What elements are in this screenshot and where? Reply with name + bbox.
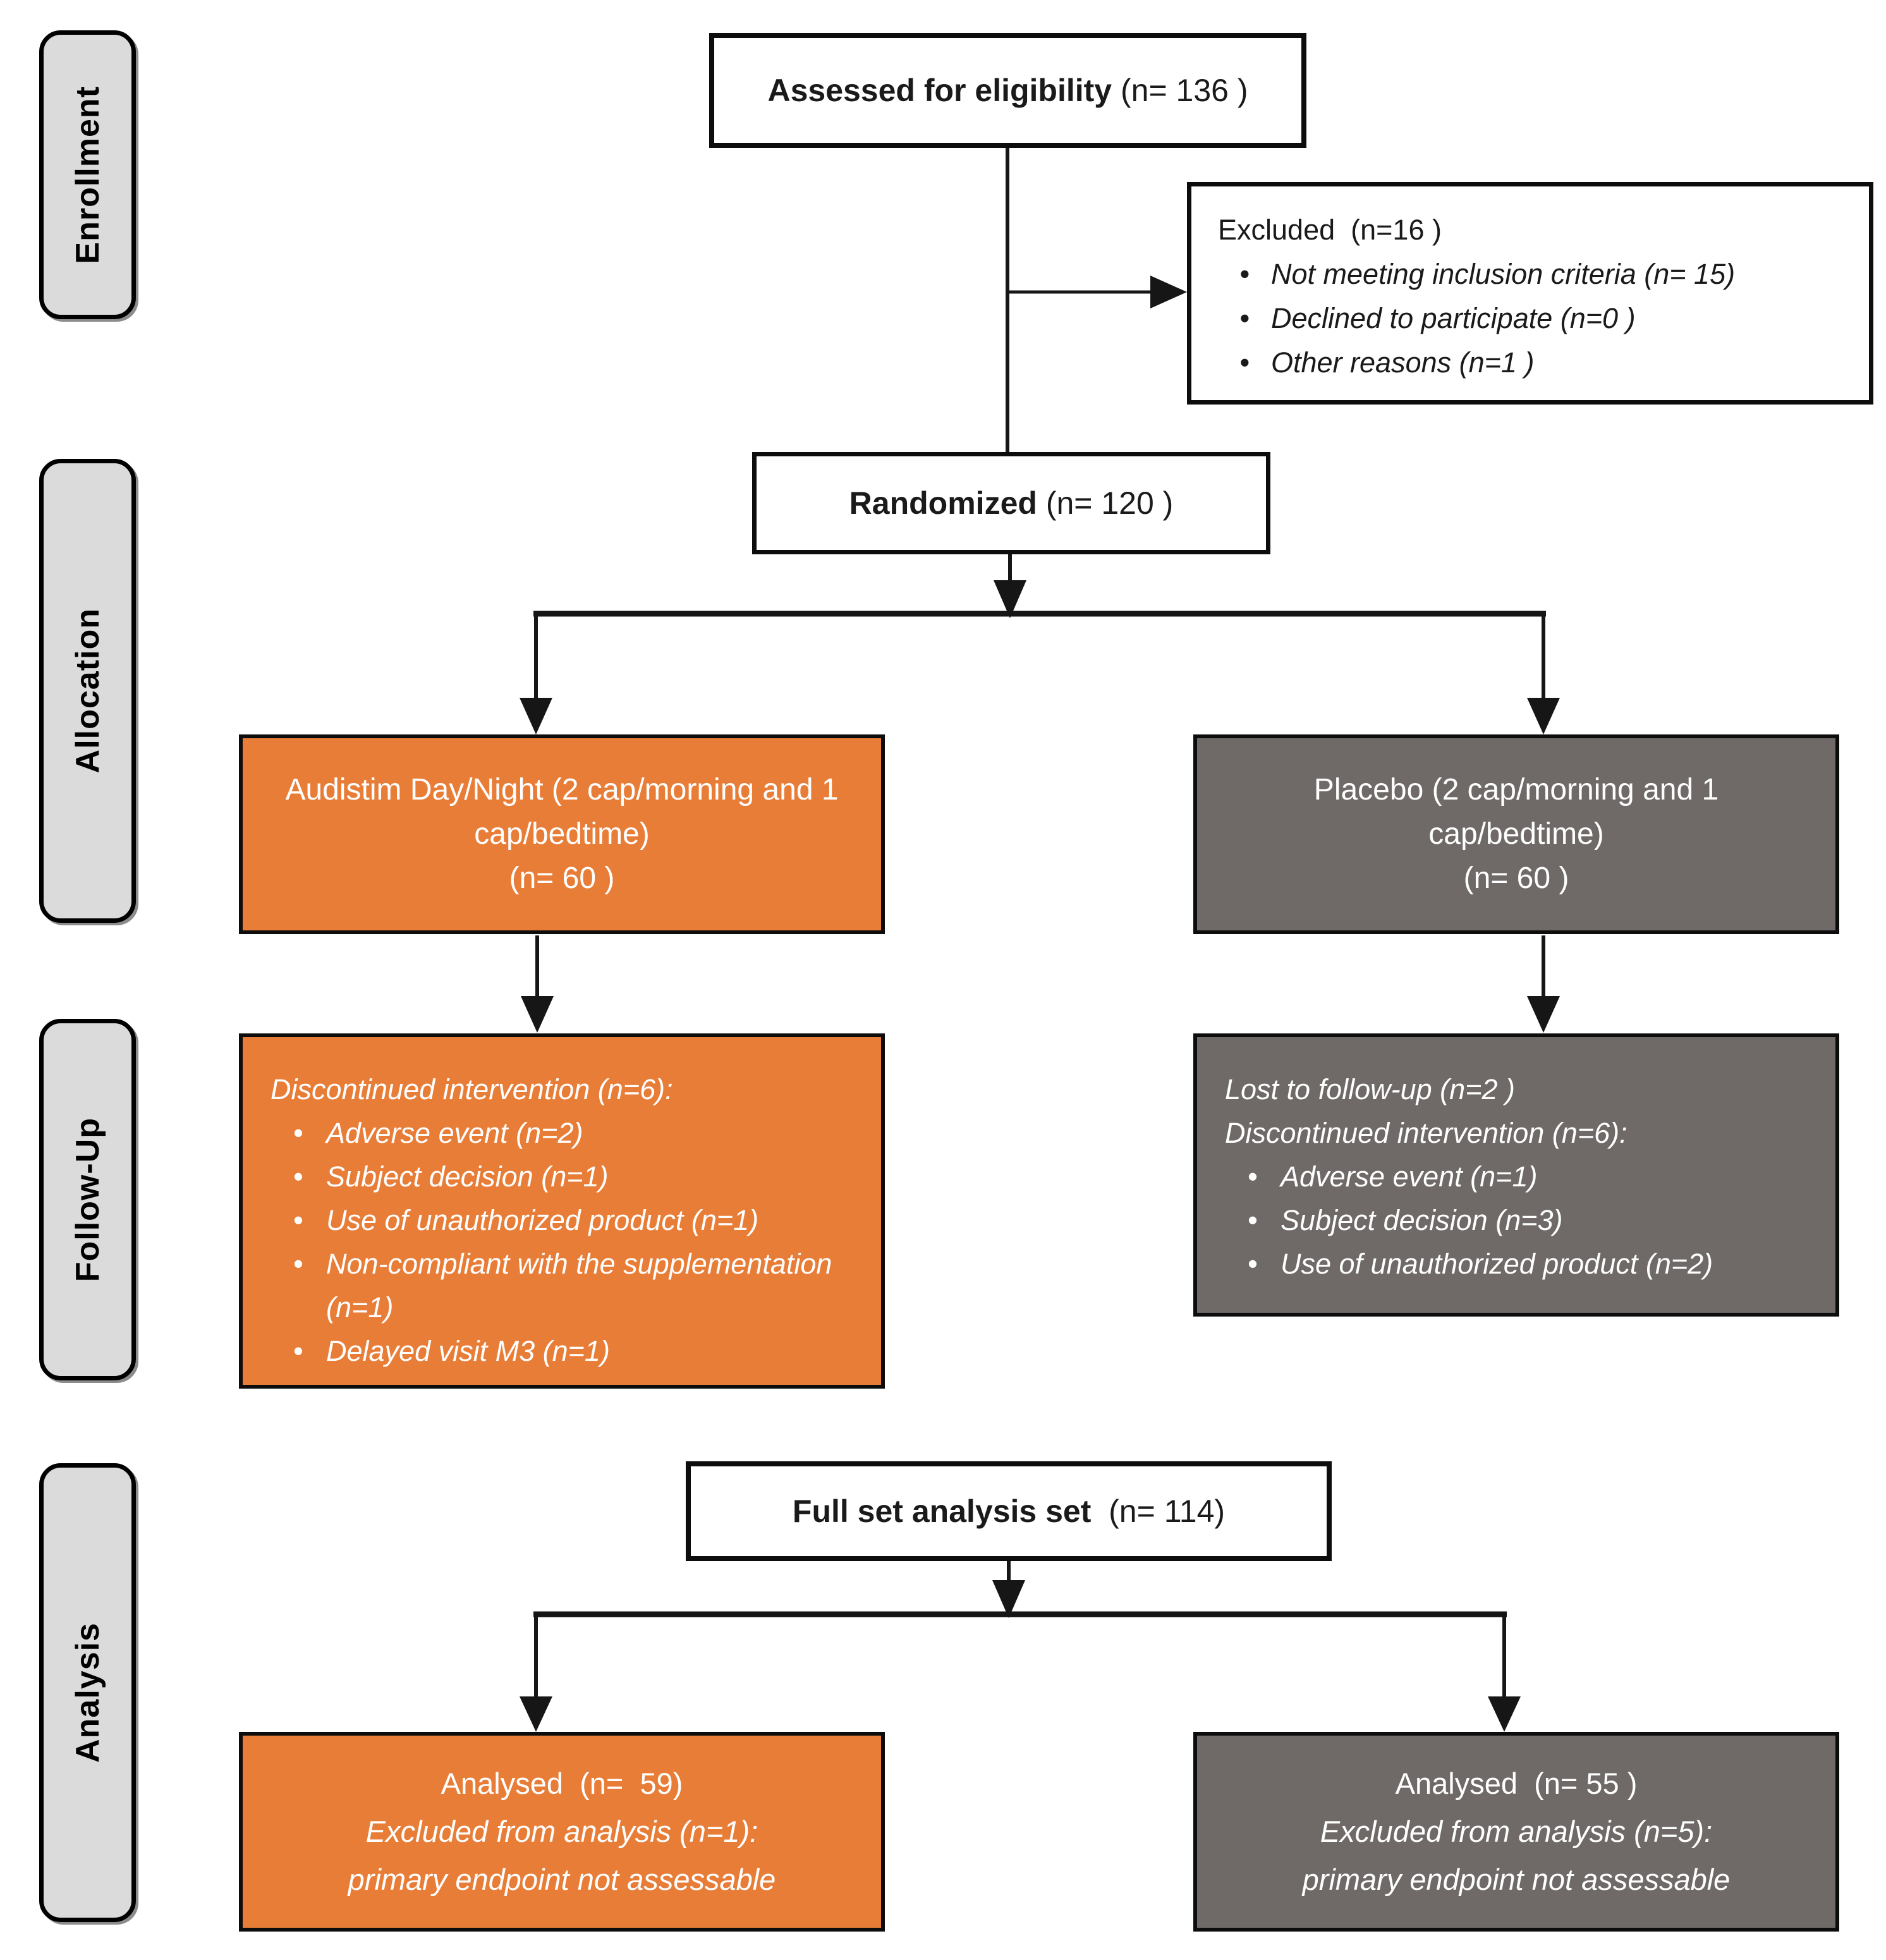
followup-intervention-header: Discontinued intervention (n=6): [271,1073,673,1105]
arrowhead-fullset-junction [992,1580,1025,1618]
fullset-count: (n= 114) [1091,1494,1226,1529]
followup-intervention-bullet-item: • Use of unauthorized product (n=1) [271,1198,862,1242]
randomized-text: Randomized (n= 120 ) [849,483,1174,523]
followup-intervention-bullet-text: Subject decision (n=1) [326,1160,609,1193]
stage-followup: Follow-Up [39,1019,136,1380]
analysis-placebo-box: Analysed (n= 55 ) Excluded from analysis… [1193,1732,1839,1932]
allocation-placebo-title: Placebo (2 cap/morning and 1 cap/bedtime… [1313,773,1727,851]
analysis-intervention-sub-list: Excluded from analysis (n=1): primary end… [348,1808,776,1904]
followup-placebo-bullet-text: Subject decision (n=3) [1281,1204,1563,1236]
followup-intervention-headers: Discontinued intervention (n=6): [271,1068,862,1111]
followup-placebo-headers: Lost to follow-up (n=2 ) Discontinued int… [1225,1068,1816,1155]
assessed-box: Assessed for eligibility (n= 136 ) [709,33,1306,148]
bullet-icon: • [1239,346,1250,379]
followup-intervention-bullet-text: Use of unauthorized product (n=1) [326,1204,759,1236]
analysis-placebo-sub-line: primary endpoint not assessable [1302,1863,1731,1896]
bullet-icon: • [293,1160,303,1193]
followup-intervention-box: Discontinued intervention (n=6): • Adver… [239,1033,885,1389]
followup-placebo-bullet-item: • Use of unauthorized product (n=2) [1225,1242,1816,1286]
bullet-icon: • [1239,258,1250,290]
fullset-text: Full set analysis set (n= 114) [793,1491,1225,1531]
excluded-bullet-text: Not meeting inclusion criteria (n= 15) [1271,258,1736,290]
arrowhead-alloc-left [520,698,552,734]
followup-placebo-bullet-list: • Adverse event (n=1) • Subject decision… [1225,1155,1816,1286]
randomized-label: Randomized [849,485,1037,521]
allocation-intervention-count: (n= 60 ) [509,861,615,895]
stage-enrollment: Enrollment [39,30,136,319]
followup-placebo-bullet-text: Use of unauthorized product (n=2) [1281,1248,1713,1280]
bullet-icon: • [293,1335,303,1367]
bullet-icon: • [1248,1204,1258,1236]
followup-placebo-header: Lost to follow-up (n=2 ) [1225,1073,1515,1105]
followup-intervention-bullet-item: • Subject decision (n=1) [271,1155,862,1198]
followup-placebo-bullet-text: Adverse event (n=1) [1281,1160,1538,1193]
analysis-placebo-sub-line: Excluded from analysis (n=5): [1320,1815,1713,1848]
followup-intervention-bullet-text: Adverse event (n=2) [326,1117,583,1149]
arrowhead-analysis-right [1488,1696,1521,1732]
followup-intervention-bullet-item: • Delayed visit M3 (n=1) [271,1329,862,1373]
allocation-placebo-box: Placebo (2 cap/morning and 1 cap/bedtime… [1193,734,1839,934]
excluded-bullet-item: • Declined to participate (n=0 ) [1218,296,1850,341]
randomized-box: Randomized (n= 120 ) [752,452,1270,554]
assessed-text: Assessed for eligibility (n= 136 ) [767,70,1248,111]
stage-allocation: Allocation [39,459,136,923]
assessed-label: Assessed for eligibility [767,73,1112,108]
allocation-intervention-title: Audistim Day/Night (2 cap/morning and 1 … [285,773,847,851]
bullet-icon: • [293,1117,303,1149]
stage-analysis: Analysis [39,1463,136,1922]
excluded-bullet-item: • Other reasons (n=1 ) [1218,341,1850,385]
analysis-intervention-box: Analysed (n= 59) Excluded from analysis … [239,1732,885,1932]
bullet-icon: • [293,1204,303,1236]
analysis-placebo-sub-list: Excluded from analysis (n=5): primary end… [1303,1808,1731,1904]
arrowhead-followup-left [521,996,554,1033]
stage-allocation-label: Allocation [69,608,106,774]
stage-followup-label: Follow-Up [69,1117,106,1282]
arrowhead-randomized-junction [994,580,1026,618]
analysis-intervention-sub-line: Excluded from analysis (n=1): [365,1815,758,1848]
analysis-placebo-title: Analysed (n= 55 ) [1395,1767,1638,1800]
excluded-bullet-text: Other reasons (n=1 ) [1271,346,1535,379]
followup-placebo-header: Discontinued intervention (n=6): [1225,1117,1627,1149]
excluded-title: Excluded (n=16 ) [1218,214,1442,246]
analysis-intervention-sub-line: primary endpoint not assessable [348,1863,776,1896]
followup-intervention-bullet-item: • Adverse event (n=2) [271,1111,862,1155]
excluded-bullet-text: Declined to participate (n=0 ) [1271,302,1636,334]
bullet-icon: • [1239,302,1250,334]
analysis-intervention-title: Analysed (n= 59) [441,1767,683,1800]
followup-placebo-bullet-item: • Subject decision (n=3) [1225,1198,1816,1242]
fullset-box: Full set analysis set (n= 114) [686,1461,1332,1561]
bullet-icon: • [293,1248,303,1280]
followup-intervention-bullet-item: • Non-compliant with the supplementation… [271,1242,862,1329]
followup-intervention-bullet-list: • Adverse event (n=2) • Subject decision… [271,1111,862,1373]
fullset-label: Full set analysis set [792,1494,1092,1529]
followup-placebo-box: Lost to follow-up (n=2 ) Discontinued int… [1193,1033,1839,1317]
arrowhead-alloc-right [1527,698,1560,734]
bullet-icon: • [1248,1248,1258,1280]
followup-placebo-bullet-item: • Adverse event (n=1) [1225,1155,1816,1198]
excluded-bullet-item: • Not meeting inclusion criteria (n= 15) [1218,252,1850,296]
bullet-icon: • [1248,1160,1258,1193]
excluded-bullet-list: • Not meeting inclusion criteria (n= 15)… [1218,252,1850,385]
excluded-box: Excluded (n=16 ) • Not meeting inclusion… [1187,182,1873,405]
allocation-intervention-box: Audistim Day/Night (2 cap/morning and 1 … [239,734,885,934]
followup-intervention-bullet-text: Delayed visit M3 (n=1) [326,1335,610,1367]
stage-enrollment-label: Enrollment [69,85,106,264]
allocation-placebo-count: (n= 60 ) [1463,861,1569,895]
arrowhead-excluded [1150,276,1187,308]
randomized-count: (n= 120 ) [1037,485,1174,521]
followup-intervention-bullet-text: Non-compliant with the supplementation (… [326,1248,840,1324]
assessed-count: (n= 136 ) [1112,73,1248,108]
stage-analysis-label: Analysis [69,1622,106,1763]
arrowhead-followup-right [1527,996,1560,1033]
arrowhead-analysis-left [520,1696,552,1732]
